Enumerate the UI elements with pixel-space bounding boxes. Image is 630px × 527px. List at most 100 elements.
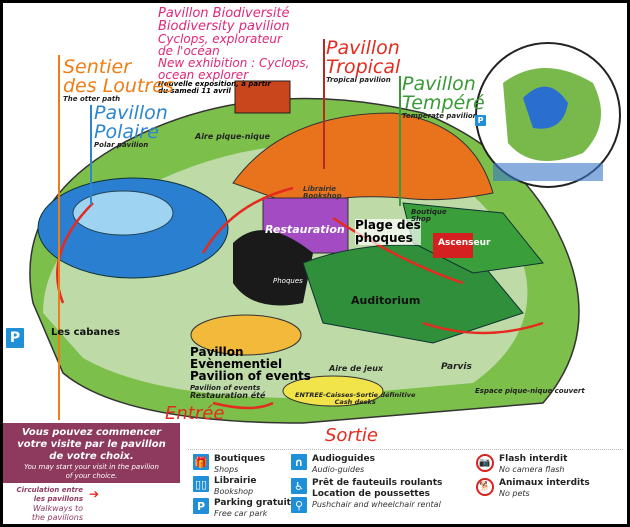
events-pavilion-building [190,314,302,356]
biodiversity-building [234,80,291,114]
seals-building-label: Phoques [273,277,303,285]
shop-icon: 🎁 [193,454,209,470]
label-en: The otter path [63,95,121,103]
exhibit-fr: de l'océan [158,44,220,58]
playground-label: Aire de jeux [329,364,384,373]
parvis-label: Parvis [441,362,472,372]
biodiversity-pavilion-label: Pavillon Biodiversité Biodiversity pavil… [158,7,309,95]
legend-fr: Librairie [214,476,257,486]
line: Circulation entre [16,486,84,494]
temperate-leader-line [399,76,401,206]
headphones-icon: ∩ [291,454,307,470]
legend-en: Audio-guides [312,465,365,474]
line: Vous pouvez commencer [21,427,162,438]
lift-label: Ascenseur [438,238,491,248]
exhibit-note: Nouvelle exposition, à partir [158,80,271,88]
label-fr: Pavillon [326,37,400,59]
wheelchair-icon: ♿ [291,478,307,494]
label-fr: Sentier [63,56,132,78]
label-fr: Librairie [303,185,337,193]
label-fr: des Loutres [63,75,174,97]
otters-leader-line [58,55,60,420]
temperate-pavilion-label: Pavillon Tempéré Temperate pavilion [402,75,485,120]
exhibit-fr: Cyclops, explorateur [158,32,282,46]
label-line: Plage des [355,218,421,232]
exhibit-note: du samedi 11 avril [158,87,231,95]
label-en: Bookshop [303,192,342,200]
info-en-line: of your choice. [65,472,118,480]
legend-en: No pets [499,489,530,498]
parking-icon: P [6,328,24,348]
label-en: Shop [411,215,431,223]
map-frame: Pavillon Biodiversité Biodiversity pavil… [3,3,627,524]
tropical-dome [232,112,494,209]
summer-restaurant-label: Restauration été [190,391,266,400]
inset-water [493,163,603,181]
no-pets-icon: 🐕 [476,478,494,496]
line: the pavilions [31,513,83,522]
label-line: phoques [355,231,413,245]
pushchair-icon: ⚲ [291,497,307,513]
line: les pavillons [33,495,83,503]
label-en: Cash desks [334,397,376,406]
legend-fr: Location de poussettes [312,489,431,499]
label-en-small: Pavilion of events [190,384,261,392]
auditorium-label: Auditorium [351,294,421,307]
legend-fr: Flash interdit [499,454,568,464]
legend-en: Pushchair and wheelchair rental [312,500,441,509]
tropical-pavilion-label: Pavillon Tropical Tropical pavilion [326,39,400,84]
parking-icon: P [193,498,209,514]
polar-leader-line [90,105,92,205]
label-fr: Pavillon Biodiversité [158,6,290,21]
label-fr: Evènementiel [190,357,283,371]
cabins-label: Les cabanes [51,327,121,338]
legend-en: Shops [214,465,239,474]
polar-pavilion-label: Pavillon Polaire Polar pavilion [94,104,168,149]
label-fr: Tropical [326,56,401,78]
label-fr: Boutique [411,208,447,216]
covered-picnic-label: Espace pique-nique couvert [475,387,585,395]
label-fr: ENTREE-Caisses-Sortie définitive [295,391,416,399]
info-en-line: You may start your visit in the pavilion [24,463,159,471]
inset-buildings [523,86,568,129]
label-fr: Pavillon [190,345,244,359]
legend-fr: Prêt de fauteuils roulants [312,478,443,488]
picnic-area-label: Aire pique-nique [195,132,271,141]
legend-en: Bookshop [214,487,254,496]
restaurant-label: Restauration [265,223,345,236]
polar-dome [72,190,174,236]
legend-fr: Animaux interdits [499,478,590,488]
exit-label[interactable]: Sortie [325,425,378,446]
exhibit-en: New exhibition : Cyclops, [158,56,310,70]
legend-fr: Audioguides [312,454,375,464]
label-fr: Tempéré [402,92,485,114]
exhibit-en: ocean explorer [158,68,249,82]
no-flash-icon: 📷 [476,454,494,472]
legend-fr: Parking gratuit [214,498,291,508]
inset-parking-icon: P [475,115,486,126]
label-en: Polar pavilion [94,141,149,149]
line: de votre choix. [49,451,134,462]
entry-label[interactable]: Entrée [165,403,225,424]
events-pavilion-label: Pavillon Evènementiel Pavilion of events… [190,346,311,394]
label-en: Tropical pavilion [326,76,391,84]
otter-path-label: Sentier des Loutres The otter path [63,58,174,103]
label-fr: Pavillon [402,73,476,95]
walkway-arrow-icon: ➔ [89,487,100,501]
label-fr: Polaire [94,121,159,143]
label-fr: Pavillon [94,102,168,124]
label-en: Pavilion of events [190,369,311,383]
legend-fr: Boutiques [214,454,266,464]
